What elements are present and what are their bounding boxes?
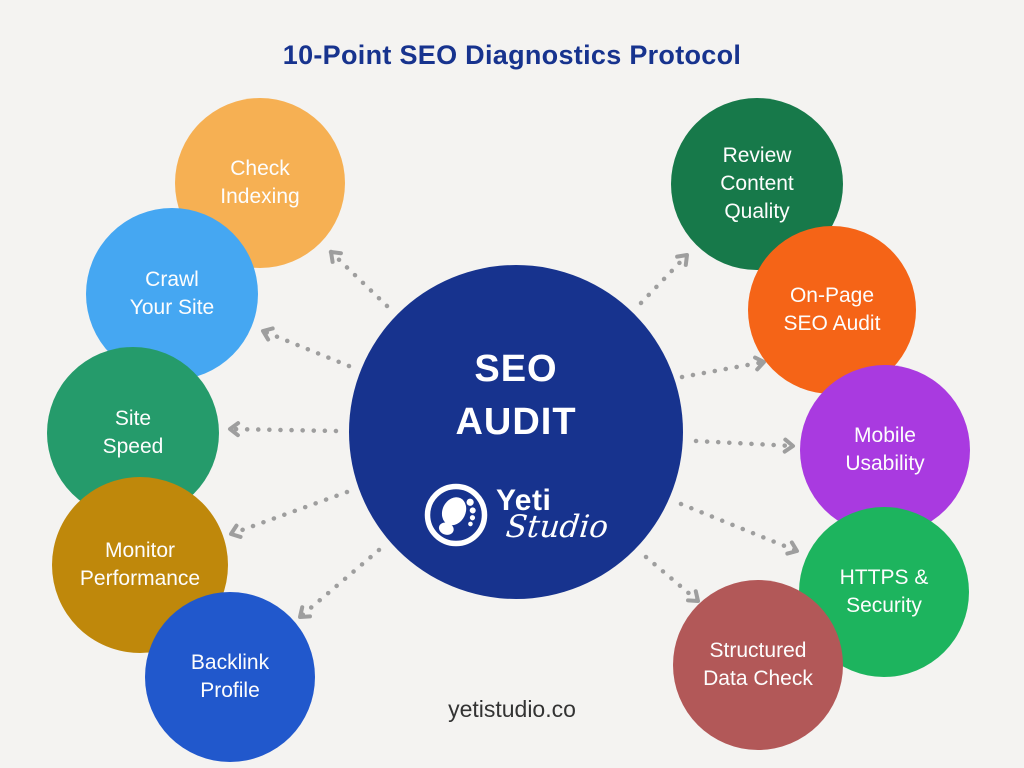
node-check-indexing: Check Indexing [175,98,345,268]
node-https-security-label: HTTPS & Security [839,566,929,617]
node-check-indexing-label: Check Indexing [220,157,300,208]
node-backlink-profile-label: Backlink Profile [190,651,270,702]
node-review-content-quality: Review Content Quality [671,98,843,270]
connector-check-indexing [328,249,390,309]
node-on-page-seo-audit: On-Page SEO Audit [748,226,916,394]
footer-url: yetistudio.co [448,696,576,722]
connector-site-speed [227,421,339,438]
node-review-content-quality-label: Review Content Quality [720,144,794,223]
brand-name: Yeti [495,484,552,518]
brand-logo: Yeti Studio [424,483,610,547]
node-backlink-profile: Backlink Profile [145,592,315,762]
node-on-page-seo-audit-label: On-Page SEO Audit [783,284,881,335]
node-mobile-usability: Mobile Usability [800,365,970,535]
connector-on-page-seo-audit [679,355,767,380]
brand-word: Studio [504,508,610,545]
node-mobile-usability-label: Mobile Usability [845,424,925,475]
connector-mobile-usability [693,437,796,454]
center-label: SEO AUDIT [455,347,577,443]
node-monitor-performance-label: Monitor Performance [79,539,201,590]
brand-logo-text: Yeti Studio [495,484,610,545]
node-site-speed-label: Site Speed [102,407,164,458]
node-structured-data-check: Structured Data Check [673,580,843,750]
node-crawl-your-site-label: Crawl Your Site [129,268,215,319]
connector-monitor-performance [228,489,350,539]
node-structured-data-check-label: Structured Data Check [703,639,813,690]
page-title: 10-Point SEO Diagnostics Protocol [282,40,742,70]
footprint-icon [424,483,488,547]
connector-review-content-quality [638,252,690,306]
connector-https-security [678,501,800,556]
center-node-seo-audit: SEO AUDIT Yeti Studio [349,265,683,599]
connector-backlink-profile [297,547,382,620]
connector-crawl-your-site [260,326,352,369]
connector-structured-data-check [643,554,701,604]
